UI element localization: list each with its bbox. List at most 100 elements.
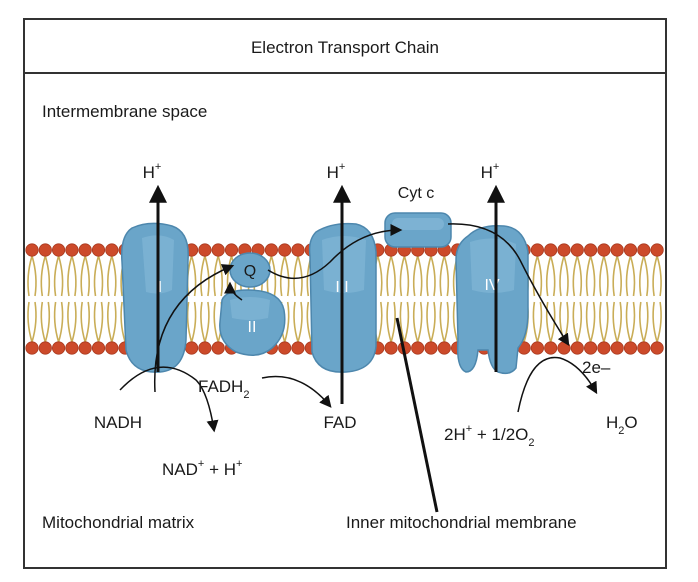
lipid-headgroup: [264, 243, 278, 257]
fadh2-label: FADH2: [198, 377, 249, 401]
complex-i: I: [120, 222, 189, 373]
lipid-tail: [297, 255, 303, 297]
lipid-headgroup: [51, 341, 66, 355]
lipid-tail: [616, 301, 622, 343]
complex-ii-label: II: [248, 319, 257, 336]
lipid-tail: [71, 255, 77, 297]
lipid-tail: [204, 301, 210, 343]
electron-path-q-to-cyt: [267, 224, 403, 280]
lipid-headgroup: [530, 243, 545, 257]
lipid-headgroup: [570, 341, 584, 355]
lipid-tail: [31, 301, 37, 343]
lipid-headgroup: [211, 341, 225, 355]
proton-label-iv: H+: [481, 161, 500, 182]
lipid-tail: [186, 301, 193, 343]
lipid-tail: [293, 301, 299, 343]
cyt-c-label: Cyt c: [398, 185, 434, 202]
nadh-arrow: [119, 366, 219, 433]
lipid-tail: [80, 301, 86, 343]
q-label: Q: [244, 263, 256, 280]
lipid-headgroup: [198, 341, 212, 355]
lipid-headgroup: [650, 243, 664, 257]
lipid-tail: [603, 301, 609, 343]
lipid-tail: [377, 301, 383, 343]
fad-label: FAD: [323, 413, 356, 432]
lipid-tail: [27, 301, 33, 343]
electron-path-ii-to-q: [224, 281, 243, 301]
lipid-tail: [93, 255, 100, 297]
lipid-tail: [563, 255, 569, 297]
lipid-tail: [572, 301, 579, 343]
lipid-headgroup: [530, 341, 545, 355]
lipid-headgroup: [623, 243, 638, 257]
lipid-tail: [616, 255, 622, 297]
lipid-headgroup: [637, 341, 651, 355]
mitochondrial-matrix-label: Mitochondrial matrix: [42, 513, 195, 532]
lipid-headgroup: [583, 341, 598, 355]
lipid-headgroup: [105, 341, 119, 355]
lipid-headgroup: [623, 341, 638, 355]
lipid-tail: [190, 301, 197, 343]
lipid-tail: [80, 255, 86, 297]
lipid-headgroup: [557, 243, 571, 257]
lipid-headgroup: [198, 243, 212, 257]
nad-label: NAD+ + H+: [162, 458, 242, 479]
water-label: H2O: [606, 413, 638, 437]
lipid-headgroup: [25, 243, 39, 257]
lipid-tail: [111, 255, 117, 297]
lipid-tail: [585, 255, 592, 297]
lipid-tail: [652, 255, 658, 297]
lipid-headgroup: [544, 243, 558, 257]
lipid-tail: [93, 301, 100, 343]
lipid-tail: [270, 255, 277, 297]
lipid-tail: [44, 255, 51, 297]
lipid-headgroup: [278, 243, 292, 257]
lipid-headgroup: [25, 341, 39, 355]
lipid-headgroup: [583, 243, 598, 257]
lipid-tail: [545, 301, 552, 343]
lipid-headgroup: [51, 243, 66, 257]
lipid-headgroup: [185, 341, 199, 355]
lipid-tail: [107, 255, 113, 297]
lipid-tail: [625, 301, 632, 343]
lipid-headgroup: [105, 243, 119, 257]
lipid-tail: [390, 255, 396, 297]
lipid-tail: [426, 255, 432, 297]
lipid-tail: [589, 301, 596, 343]
lipid-tail: [426, 301, 432, 343]
lipid-tail: [84, 301, 90, 343]
lipid-tail: [57, 255, 64, 297]
lipid-headgroup: [78, 341, 92, 355]
lipid-tail: [97, 255, 104, 297]
lipid-tail: [67, 255, 73, 297]
lipid-tail: [545, 255, 552, 297]
lipid-tail: [599, 301, 605, 343]
lipid-tail: [643, 301, 649, 343]
lipid-tail: [439, 301, 446, 343]
lipid-tail: [656, 255, 662, 297]
lipid-tail: [40, 255, 47, 297]
lipid-headgroup: [65, 243, 79, 257]
lipid-tail: [377, 255, 383, 297]
intermembrane-space-label: Intermembrane space: [42, 102, 207, 121]
lipid-tail: [656, 301, 662, 343]
lipid-headgroup: [411, 341, 425, 355]
lipid-tail: [416, 255, 423, 297]
lipid-headgroup: [610, 341, 624, 355]
lipid-tail: [40, 301, 47, 343]
lipid-tail: [31, 255, 37, 297]
lipid-tail: [297, 301, 303, 343]
lipid-tail: [67, 301, 73, 343]
lipid-tail: [283, 301, 290, 343]
lipid-tail: [603, 255, 609, 297]
oxygen-label: 2H+ + 1/2O2: [444, 423, 535, 449]
lipid-tail: [403, 255, 410, 297]
lipid-tail: [430, 255, 436, 297]
lipid-tail: [412, 301, 419, 343]
lipid-tail: [53, 255, 60, 297]
lipid-tail: [213, 301, 219, 343]
diagram-title: Electron Transport Chain: [251, 38, 439, 57]
cytochrome-c: Cyt c: [384, 185, 452, 248]
lipid-tail: [111, 301, 117, 343]
